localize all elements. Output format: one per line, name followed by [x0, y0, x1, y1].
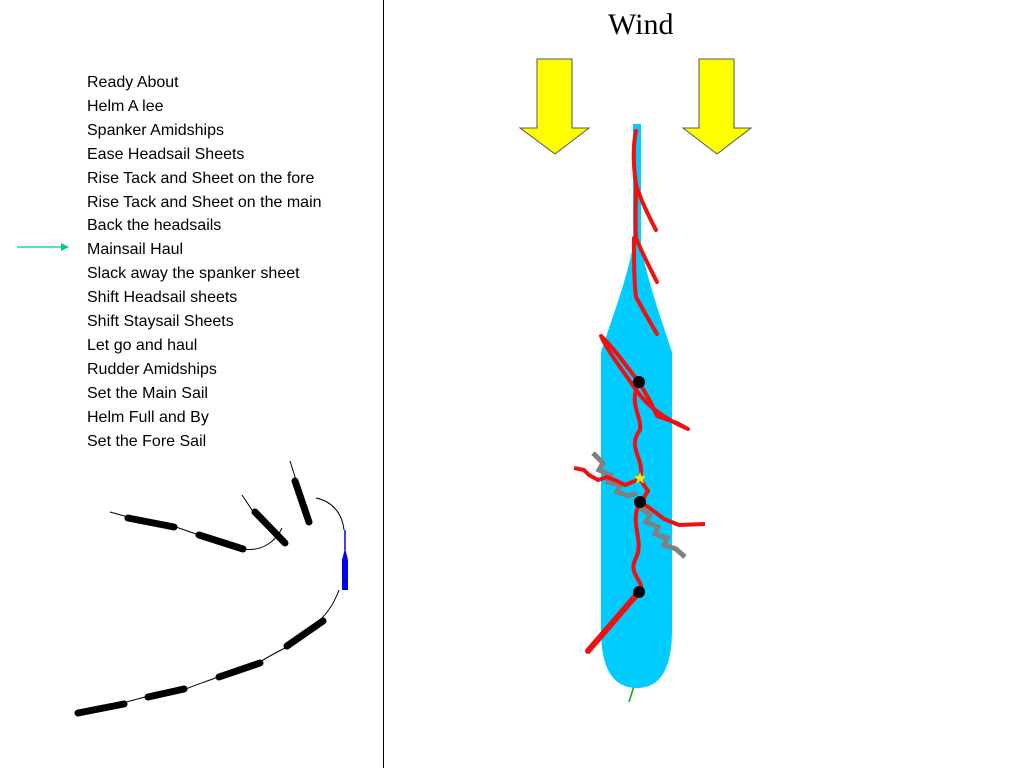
spanker-boom	[585, 589, 642, 654]
step-item: Helm Full and By	[87, 408, 209, 426]
step-item: Ease Headsail Sheets	[87, 145, 245, 163]
step-item: Rudder Amidships	[87, 360, 217, 378]
step-item: Shift Headsail sheets	[87, 289, 238, 307]
past-ship-position	[74, 477, 327, 717]
right-arrow-icon	[17, 243, 69, 251]
star-icon	[634, 472, 646, 484]
step-item: Rise Tack and Sheet on the fore	[87, 169, 315, 187]
down-arrow-icon	[518, 58, 591, 155]
step-item: Rise Tack and Sheet on the main	[87, 193, 322, 211]
step-item: Ready About	[87, 74, 179, 91]
step-item: Spanker Amidships	[87, 121, 224, 139]
ship-diagram	[573, 124, 706, 703]
divider-line	[383, 0, 384, 768]
step-item: Set the Main Sail	[87, 384, 208, 402]
headsails	[631, 129, 659, 336]
step-item: Shift Staysail Sheets	[87, 313, 234, 331]
shadow-yards	[591, 451, 687, 559]
step-item: Helm A lee	[87, 97, 164, 115]
maneuver-step-list: Ready About Helm A lee Spanker Amidships…	[87, 71, 322, 454]
step-item: Let go and haul	[87, 336, 198, 354]
rudder	[628, 685, 635, 703]
track-path	[107, 460, 345, 708]
down-arrow-icon	[681, 58, 753, 155]
step-item: Slack away the spanker sheet	[87, 265, 300, 283]
step-item: Back the headsails	[87, 217, 222, 235]
step-item-current: Mainsail Haul	[87, 241, 184, 259]
tack-track-diagram	[74, 460, 348, 717]
step-item: Set the Fore Sail	[87, 432, 207, 450]
mast	[633, 376, 646, 598]
fore-sails	[599, 334, 690, 479]
current-ship-position	[342, 530, 348, 590]
wind-label: Wind	[608, 8, 674, 41]
